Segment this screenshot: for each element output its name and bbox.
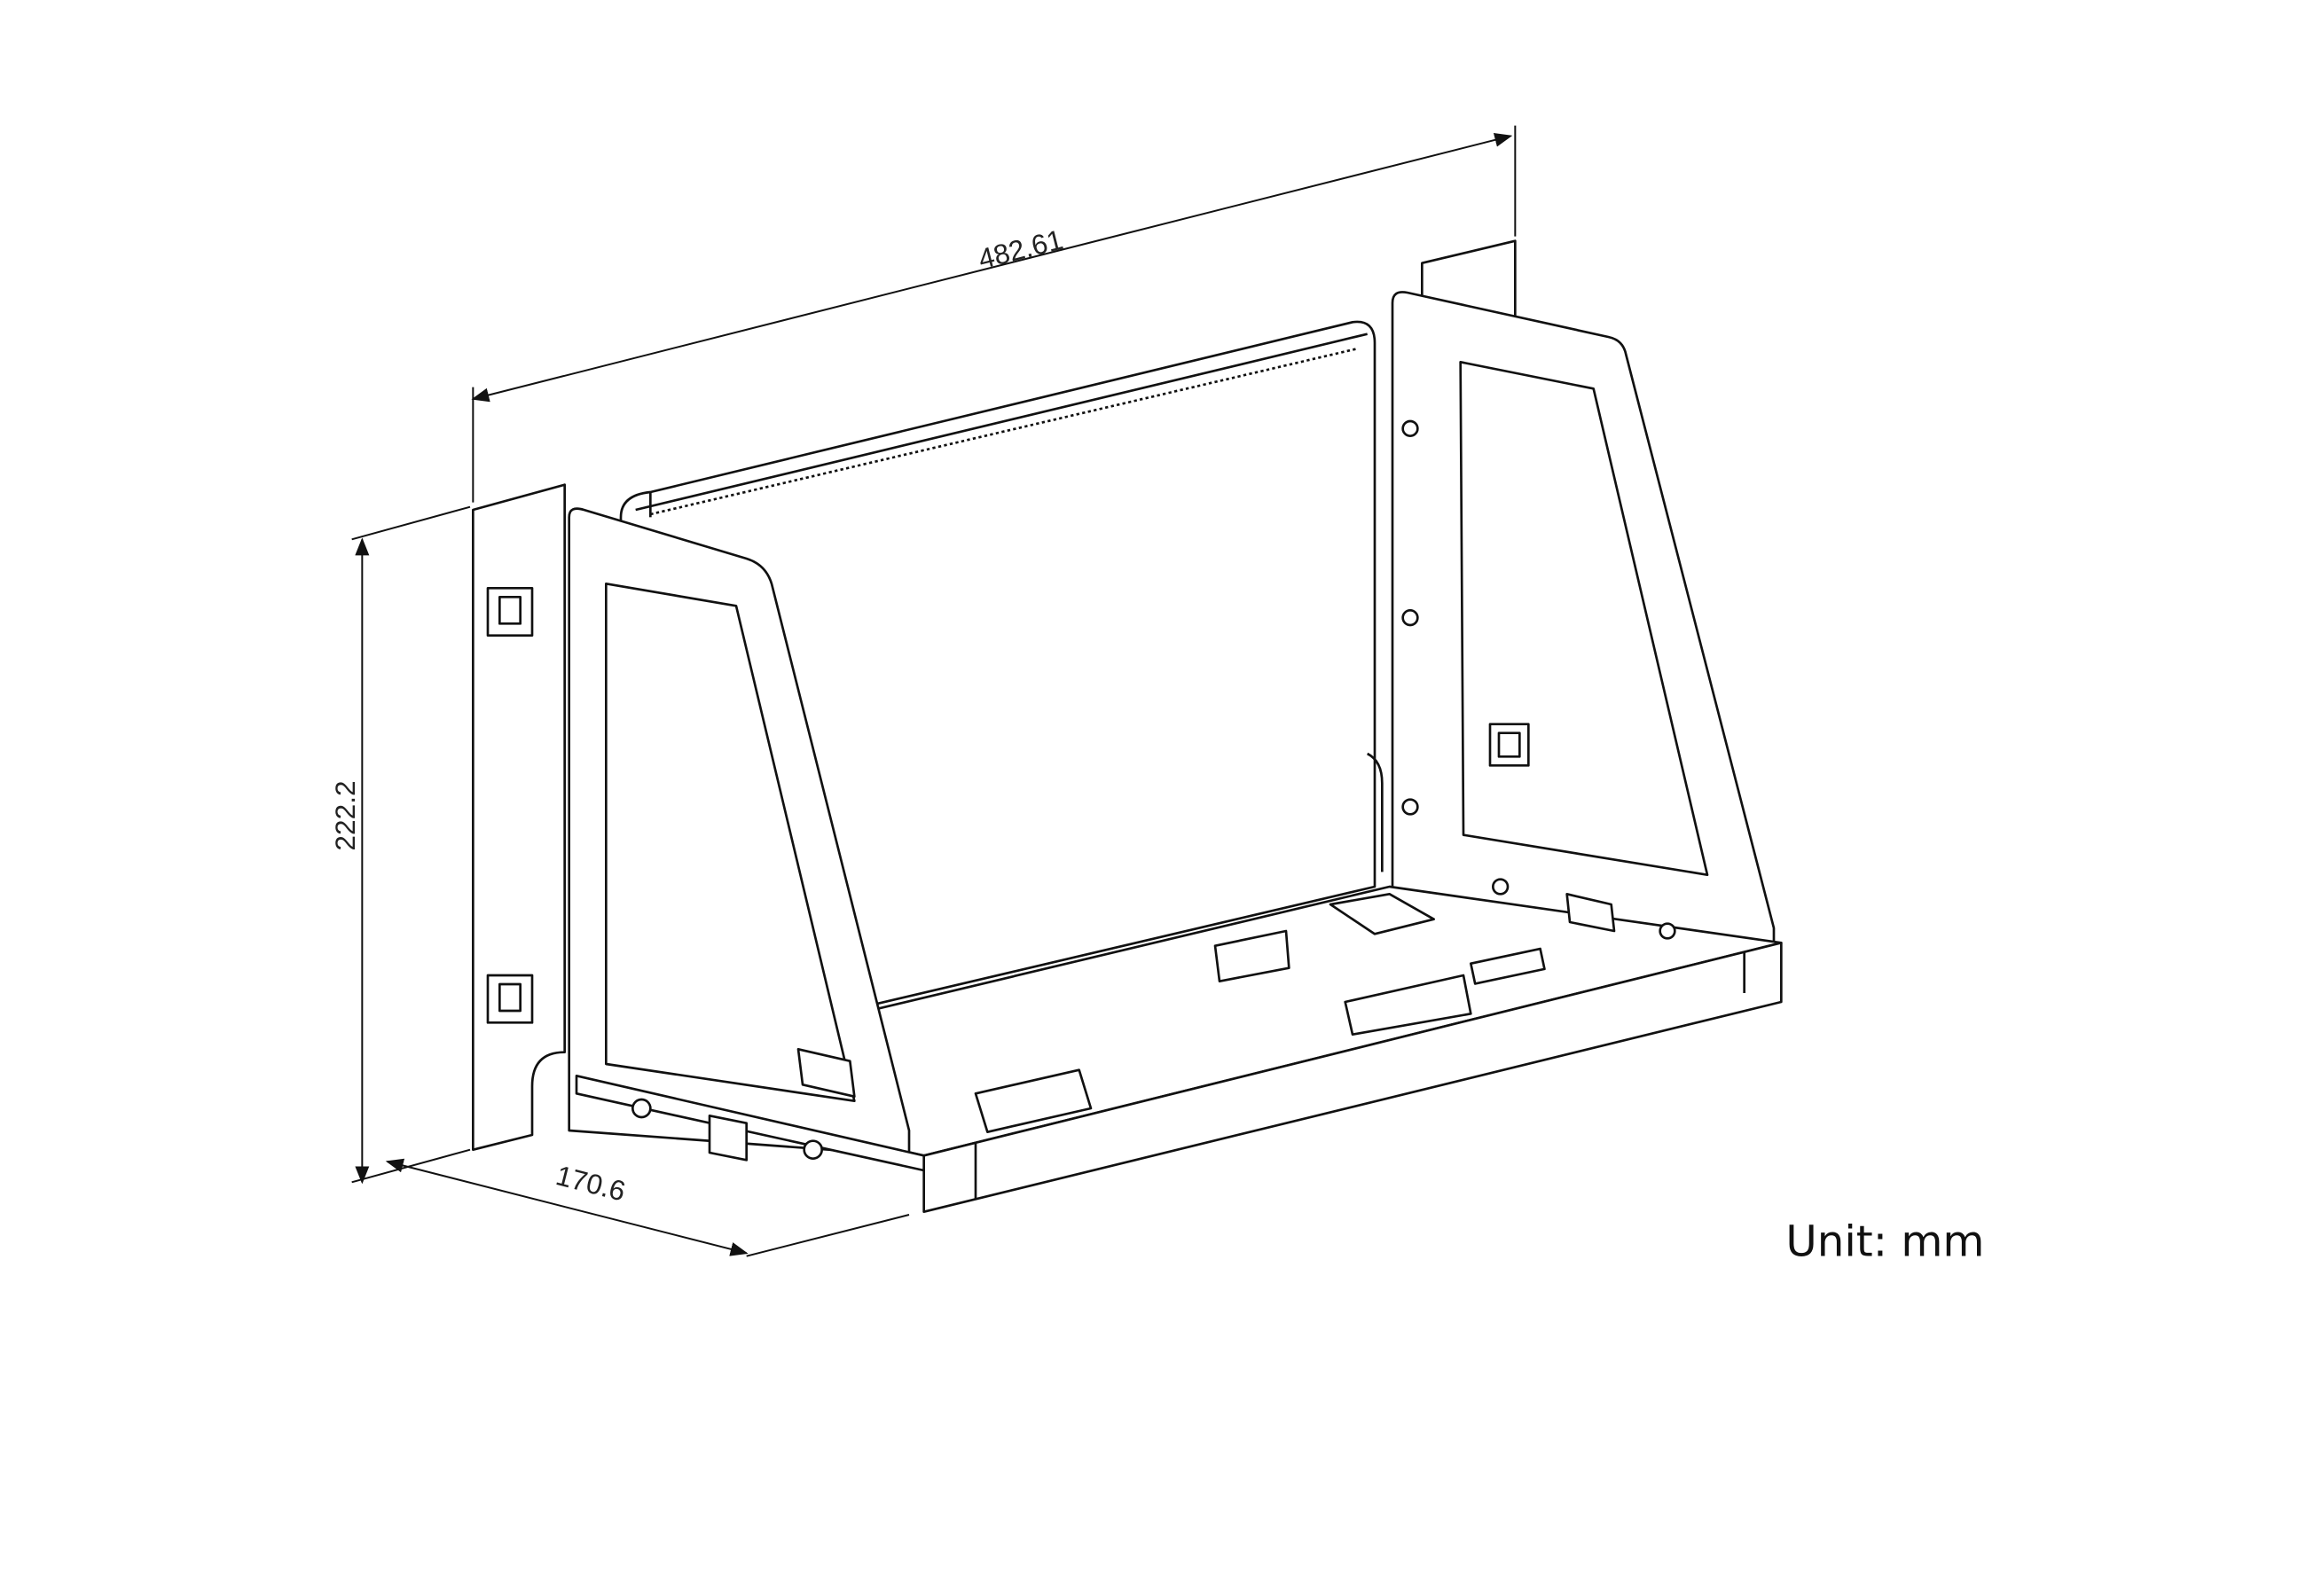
height-dimension-label: 222.2 <box>329 780 361 850</box>
height-dimension: 222.2 <box>329 505 471 1185</box>
unit-label: Unit: mm <box>1785 1217 1984 1267</box>
left-mount-flange <box>472 483 567 1151</box>
depth-dimension: 170.6 <box>385 1158 910 1257</box>
width-dimension-label: 482.61 <box>975 223 1066 276</box>
left-side-frame <box>568 507 925 1172</box>
depth-dimension-label: 170.6 <box>553 1159 629 1207</box>
right-side-frame <box>1391 291 1776 944</box>
